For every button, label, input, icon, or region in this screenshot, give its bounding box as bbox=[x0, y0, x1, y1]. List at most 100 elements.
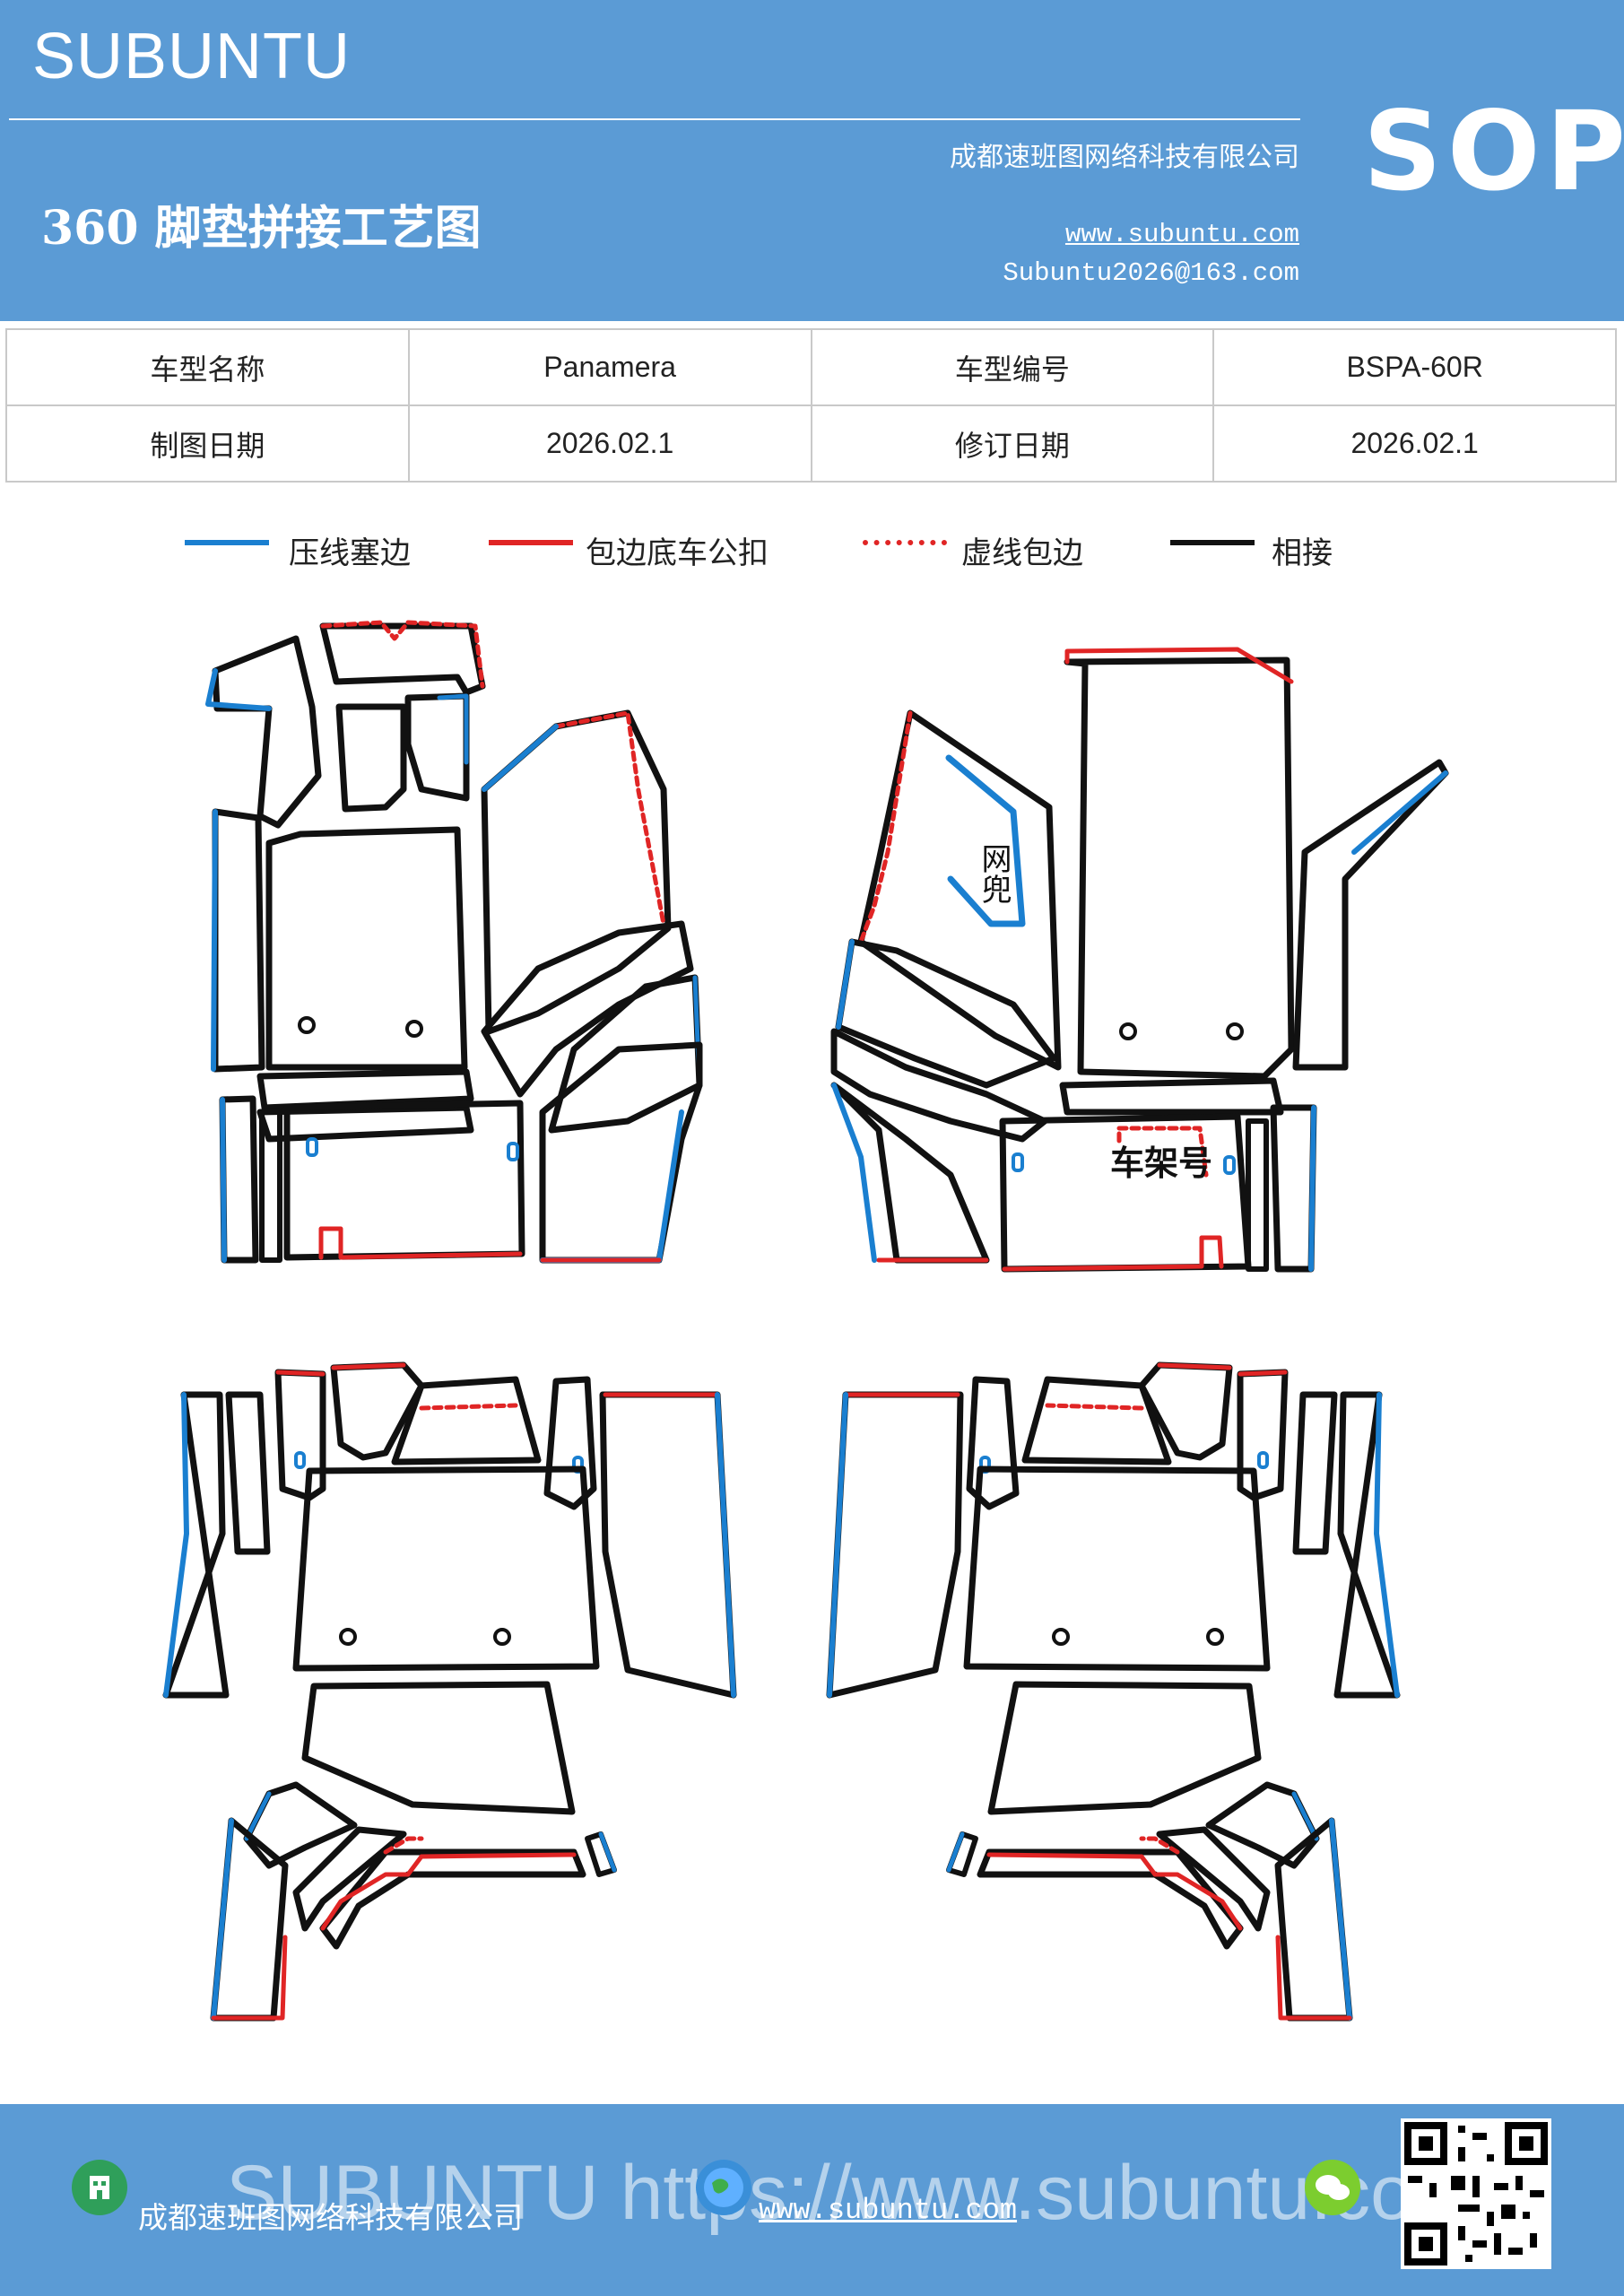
table-cell: 2026.02.1 bbox=[407, 404, 812, 483]
mat-piece-outline bbox=[330, 1361, 425, 1461]
net-pocket-label: 网兜 bbox=[976, 843, 1012, 904]
website-link[interactable]: www.subuntu.com bbox=[1064, 220, 1299, 249]
edge-press-line bbox=[211, 1818, 234, 2021]
edge-dotted-wrap-frame-number bbox=[1116, 1126, 1209, 1178]
edge-wrap-buckle bbox=[1064, 647, 1294, 684]
edge-press-line bbox=[220, 1097, 227, 1263]
mounting-hole bbox=[1226, 1022, 1244, 1040]
mat-piece-outline bbox=[274, 1369, 326, 1501]
mat-piece-outline bbox=[999, 1113, 1252, 1273]
clip-slot bbox=[306, 1137, 318, 1157]
legend-swatch-red-dotted bbox=[863, 540, 947, 545]
table-row: 制图日期 2026.02.1 修订日期 2026.02.1 bbox=[5, 404, 1617, 483]
mat-piece-outline bbox=[548, 974, 703, 1134]
mat-piece-outline bbox=[857, 709, 1062, 1071]
edge-wrap-buckle bbox=[331, 1362, 406, 1370]
mat-piece-outline bbox=[1246, 1118, 1269, 1272]
legend-label: 相接 bbox=[1272, 535, 1333, 571]
mat-piece-outline bbox=[256, 1104, 474, 1143]
edge-dotted-wrap bbox=[383, 1836, 424, 1855]
mat-piece-outline bbox=[225, 1391, 271, 1555]
edge-wrap-buckle bbox=[275, 1370, 326, 1377]
edge-press-line bbox=[540, 1109, 684, 1263]
table-cell: Panamera bbox=[407, 328, 812, 406]
wechat-icon bbox=[1305, 2160, 1360, 2215]
edge-wrap-buckle bbox=[320, 1854, 424, 1931]
edge-dotted-wrap bbox=[320, 620, 485, 689]
mat-piece-outline bbox=[256, 1068, 474, 1111]
mat-group-front-right bbox=[830, 647, 1449, 1273]
edge-press-line bbox=[836, 939, 855, 1030]
table-row: 车型名称 Panamera 车型编号 BSPA-60R bbox=[5, 328, 1617, 406]
clip-slot bbox=[1223, 1155, 1236, 1175]
legend-swatch-black bbox=[1170, 540, 1255, 545]
qr-code bbox=[1401, 2118, 1551, 2269]
mounting-hole bbox=[1119, 1022, 1137, 1040]
edge-press-line bbox=[482, 724, 559, 792]
mat-piece-outline bbox=[319, 1848, 586, 1950]
table-cell: 车型编号 bbox=[810, 328, 1215, 406]
edge-press-line bbox=[1308, 1105, 1316, 1272]
edge-press-line bbox=[831, 1083, 877, 1263]
mat-piece-outline bbox=[212, 635, 322, 829]
clip-slot bbox=[1012, 1152, 1024, 1172]
edge-dotted-wrap bbox=[553, 710, 666, 926]
mat-piece-outline bbox=[830, 1028, 1048, 1143]
mat-piece-outline bbox=[319, 622, 486, 696]
edge-press-line bbox=[205, 668, 272, 711]
footer-company: 成都速班图网络科技有限公司 bbox=[138, 2200, 523, 2235]
edge-wrap-buckle bbox=[211, 1935, 288, 2021]
mat-piece-outline bbox=[292, 1826, 407, 1932]
document-title: 360 脚垫拼接工艺图 bbox=[41, 201, 482, 256]
edge-press-line bbox=[1351, 770, 1448, 855]
building-icon bbox=[72, 2160, 127, 2215]
mat-piece-outline bbox=[259, 1109, 282, 1263]
edge-dotted-wrap bbox=[858, 710, 913, 944]
clip-slot bbox=[507, 1142, 519, 1161]
table-cell: 车型名称 bbox=[5, 328, 410, 406]
header-banner: SUBUNTU 成都速班图网络科技有限公司 360 脚垫拼接工艺图 www.su… bbox=[0, 0, 1624, 321]
mat-piece-outline bbox=[481, 709, 672, 1035]
mat-piece-outline bbox=[1059, 1077, 1284, 1116]
mat-piece-outline bbox=[292, 1465, 600, 1672]
floor-mat-diagram: 网兜 车架号 bbox=[162, 620, 1449, 2022]
company-name: 成都速班图网络科技有限公司 bbox=[950, 142, 1299, 173]
mat-piece-outline bbox=[219, 1095, 259, 1264]
edge-wrap-buckle bbox=[1002, 1235, 1224, 1272]
footer-banner: SUBUNTU https://www.subuntu.com 成都速班图网络科… bbox=[0, 2104, 1624, 2296]
table-cell: BSPA-60R bbox=[1212, 328, 1617, 406]
mat-piece-outline bbox=[404, 692, 470, 802]
edge-press-line bbox=[437, 693, 469, 765]
email-address[interactable]: Subuntu2026@163.com bbox=[1003, 258, 1299, 288]
mat-group-rear-right bbox=[826, 1361, 1401, 2022]
mat-piece-outline bbox=[835, 938, 1057, 1089]
mounting-hole bbox=[493, 1628, 511, 1646]
legend-swatch-blue bbox=[185, 540, 269, 545]
table-cell: 修订日期 bbox=[810, 404, 1215, 483]
legend-swatch-red bbox=[489, 540, 573, 545]
edge-dotted-wrap bbox=[419, 1403, 518, 1411]
legend-label: 压线塞边 bbox=[289, 535, 411, 571]
mat-group-rear-left bbox=[162, 1361, 737, 2022]
mat-piece-outline bbox=[212, 808, 265, 1073]
mounting-hole bbox=[405, 1020, 423, 1038]
edge-press-line bbox=[244, 1791, 272, 1841]
edge-press-line-net-pocket bbox=[945, 754, 1026, 927]
vehicle-info-table: 车型名称 Panamera 车型编号 BSPA-60R 制图日期 2026.02… bbox=[5, 328, 1617, 483]
edge-press-line bbox=[715, 1392, 736, 1698]
mat-group-front-left bbox=[205, 620, 703, 1264]
mat-piece-outline bbox=[335, 703, 407, 813]
edge-press-line bbox=[163, 1392, 189, 1698]
edge-press-line bbox=[211, 809, 218, 1072]
mat-piece-outline bbox=[162, 1391, 230, 1699]
edge-wrap-buckle bbox=[318, 1226, 523, 1260]
mat-piece-outline bbox=[830, 1082, 990, 1264]
legend-label: 包边底车公扣 bbox=[586, 535, 769, 571]
header-divider bbox=[9, 118, 1300, 120]
footer-watermark: SUBUNTU https://www.subuntu.com bbox=[226, 2150, 1478, 2236]
brand-name: SUBUNTU bbox=[32, 21, 352, 92]
table-cell: 2026.02.1 bbox=[1212, 404, 1617, 483]
footer-website[interactable]: www.subuntu.com bbox=[759, 2194, 1018, 2227]
clip-slot bbox=[294, 1451, 306, 1469]
mounting-hole bbox=[298, 1016, 316, 1034]
